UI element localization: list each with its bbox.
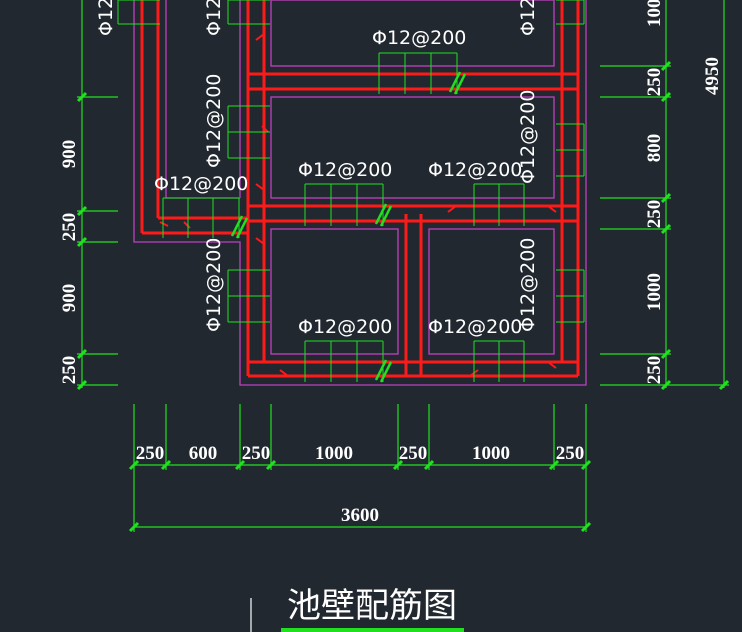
rebar-bars <box>140 0 580 378</box>
leader-left-wing-bottom <box>162 197 240 238</box>
dim-bottom-3: 250 <box>242 443 271 464</box>
rebar-label-middle-right: Φ12@200 <box>428 159 522 181</box>
dim-bottom-5: 250 <box>399 443 428 464</box>
drawing-title: 池壁配筋图 <box>287 586 457 626</box>
leader-wall-top-left <box>227 0 270 25</box>
bottom-dimension-chain: 250 600 250 1000 250 1000 250 3600 <box>128 404 592 533</box>
rebar-label-middle-left: Φ12@200 <box>298 159 392 181</box>
rebar-label-wing-top: Φ12@200 <box>95 0 117 36</box>
dim-right-5: 1000 <box>644 273 665 311</box>
dim-right-2: 250 <box>644 68 665 97</box>
dim-bottom-6: 1000 <box>472 443 510 464</box>
drawing-title-block: 池壁配筋图 <box>250 586 464 632</box>
left-dimension-chain: 900 250 900 250 <box>59 0 118 391</box>
dim-bottom-2: 600 <box>189 443 218 464</box>
title-underline <box>281 628 464 632</box>
upper-cell-outline <box>270 0 555 67</box>
rebar-label-wall-middle-left: Φ12@200 <box>203 74 225 168</box>
rebar-leaders <box>117 0 585 382</box>
dim-right-3: 800 <box>644 134 665 163</box>
leader-wall-middle-right <box>556 123 585 177</box>
middle-cell-outline <box>270 96 555 199</box>
dim-right-1: 1000 <box>644 0 665 27</box>
outer-wall-outline <box>133 0 587 386</box>
rebar-labels: Φ12@200 Φ12@200 Φ12@200 Φ12@200 Φ12@200 … <box>95 0 539 338</box>
lower-left-cell-outline <box>270 228 399 355</box>
dim-right-6: 250 <box>644 356 665 385</box>
dim-bottom-4: 1000 <box>315 443 353 464</box>
leader-wing-left <box>117 0 160 25</box>
leader-bottom-wall-left <box>304 340 384 382</box>
rebar-label-wall-top-left: Φ12@200 <box>203 0 225 36</box>
dim-left-3: 900 <box>59 284 80 313</box>
right-dimension-chain: 1000 250 800 250 1000 250 4950 <box>600 0 730 391</box>
dim-total-height: 4950 <box>702 57 723 95</box>
rebar-label-bottom-right: Φ12@200 <box>428 316 522 338</box>
dim-total-width: 3600 <box>341 505 379 526</box>
leader-wall-lower-left <box>227 269 270 323</box>
lower-right-cell-outline <box>428 228 555 355</box>
leader-wall-top-right <box>556 0 585 25</box>
leader-wall-middle-left <box>227 105 270 159</box>
dim-bottom-1: 250 <box>136 443 165 464</box>
rebar-label-wall-lower-right: Φ12@200 <box>517 238 539 332</box>
rebar-label-bottom-left: Φ12@200 <box>298 316 392 338</box>
dim-left-4: 250 <box>59 356 80 385</box>
wall-outlines <box>133 0 587 386</box>
rebar-label-wall-lower-left: Φ12@200 <box>203 238 225 332</box>
rebar-label-left-wing: Φ12@200 <box>154 173 248 195</box>
dim-right-4: 250 <box>644 200 665 229</box>
leader-bottom-wall-right <box>473 340 525 382</box>
rebar-label-wall-top-right: Φ12@200 <box>517 0 539 36</box>
dim-bottom-7: 250 <box>556 443 585 464</box>
dim-left-1: 900 <box>59 140 80 169</box>
leader-middle-wall-left <box>304 183 384 226</box>
rebar-label-wall-middle-right: Φ12@200 <box>517 90 539 184</box>
leader-upper-wall <box>378 52 458 94</box>
leader-middle-wall-right <box>473 183 525 226</box>
rebar-label-upper-wall: Φ12@200 <box>372 27 466 49</box>
dim-left-2: 250 <box>59 213 80 242</box>
leader-wall-lower-right <box>556 269 585 323</box>
